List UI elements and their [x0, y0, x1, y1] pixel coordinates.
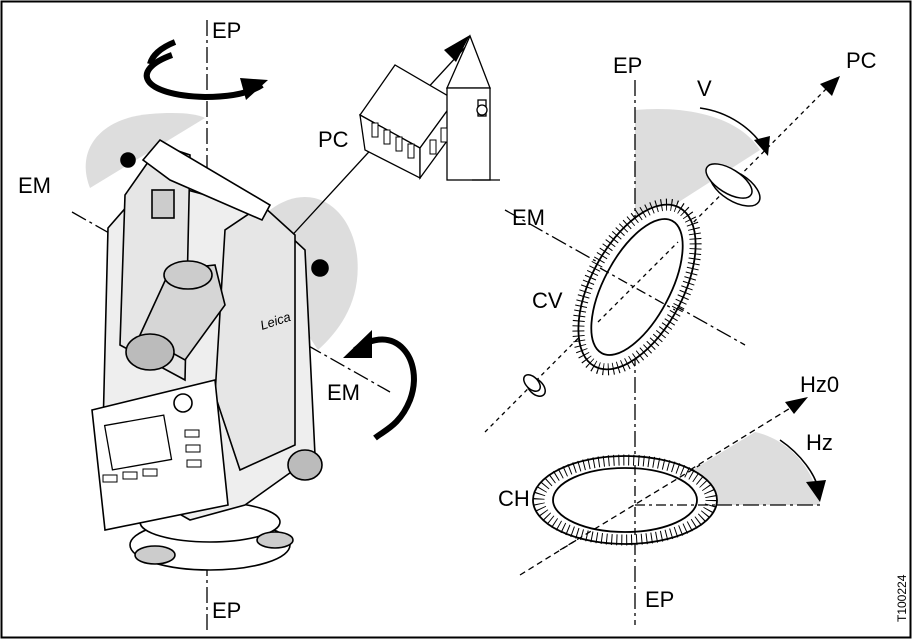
tilting-axis-inside	[599, 267, 676, 311]
vertical-circle	[572, 198, 702, 376]
label-em-mid: EM	[327, 380, 360, 405]
rotation-arrow-tilt	[353, 336, 417, 441]
eyepiece-lens	[523, 374, 546, 397]
key-1	[102, 474, 118, 483]
label-ep-top-right: EP	[613, 53, 642, 78]
label-em-left: EM	[18, 173, 51, 198]
label-v: V	[697, 76, 712, 101]
label-cv: CV	[532, 288, 563, 313]
key-6	[186, 459, 202, 468]
horizontal-drive-knob	[287, 449, 323, 481]
horizontal-circle	[532, 454, 718, 546]
church-windows	[371, 122, 448, 159]
carrying-handle	[141, 138, 272, 222]
telescope-objective	[163, 260, 213, 290]
label-ep-bottom-right: EP	[645, 587, 674, 612]
key-2	[122, 471, 138, 480]
label-em-right: EM	[512, 205, 545, 230]
total-station-instrument	[91, 138, 329, 571]
key-5	[185, 444, 201, 453]
telescope-eyepiece	[125, 333, 175, 371]
circular-level	[173, 393, 193, 413]
footscrew-left	[134, 545, 176, 565]
horizontal-angle-arrow	[806, 480, 826, 502]
sight-line-inside	[597, 241, 679, 323]
label-ch: CH	[498, 486, 530, 511]
vertical-angle-sector	[635, 108, 760, 230]
line-of-sight-right	[484, 81, 834, 433]
line-of-sight-arrow-right	[820, 76, 840, 96]
key-4	[184, 429, 200, 438]
figure-code: T100224	[895, 574, 909, 622]
trunnion-mark-left	[120, 152, 136, 168]
left-rotation-sector	[85, 113, 205, 188]
rotation-arrow-tilt-head	[343, 330, 372, 358]
trunnion-mark-right	[311, 259, 329, 277]
label-pc-right: PC	[846, 48, 877, 73]
objective-lens	[705, 163, 761, 207]
church-target	[359, 34, 500, 181]
display-screen	[103, 414, 173, 471]
label-hz: Hz	[806, 430, 833, 455]
vertical-angle-arrow	[754, 136, 770, 156]
handle-screw	[151, 189, 175, 219]
label-hz0: Hz0	[800, 372, 839, 397]
label-pc-left: PC	[318, 127, 349, 152]
label-ep-bottom-left: EP	[212, 598, 241, 623]
rotation-arrow-top-tail	[147, 39, 177, 65]
hz0-arrow	[785, 397, 808, 414]
horizontal-circle-graduation	[533, 454, 717, 546]
line-of-sight-arrow-left	[444, 35, 470, 62]
key-3	[142, 468, 158, 477]
right-standard	[214, 203, 296, 472]
label-ep-top-left: EP	[212, 18, 241, 43]
rotation-arrow-top-head	[240, 78, 268, 100]
footscrew-right	[256, 531, 294, 549]
vertical-circle-graduation	[572, 198, 702, 376]
hz0-inside-ch	[559, 464, 701, 551]
